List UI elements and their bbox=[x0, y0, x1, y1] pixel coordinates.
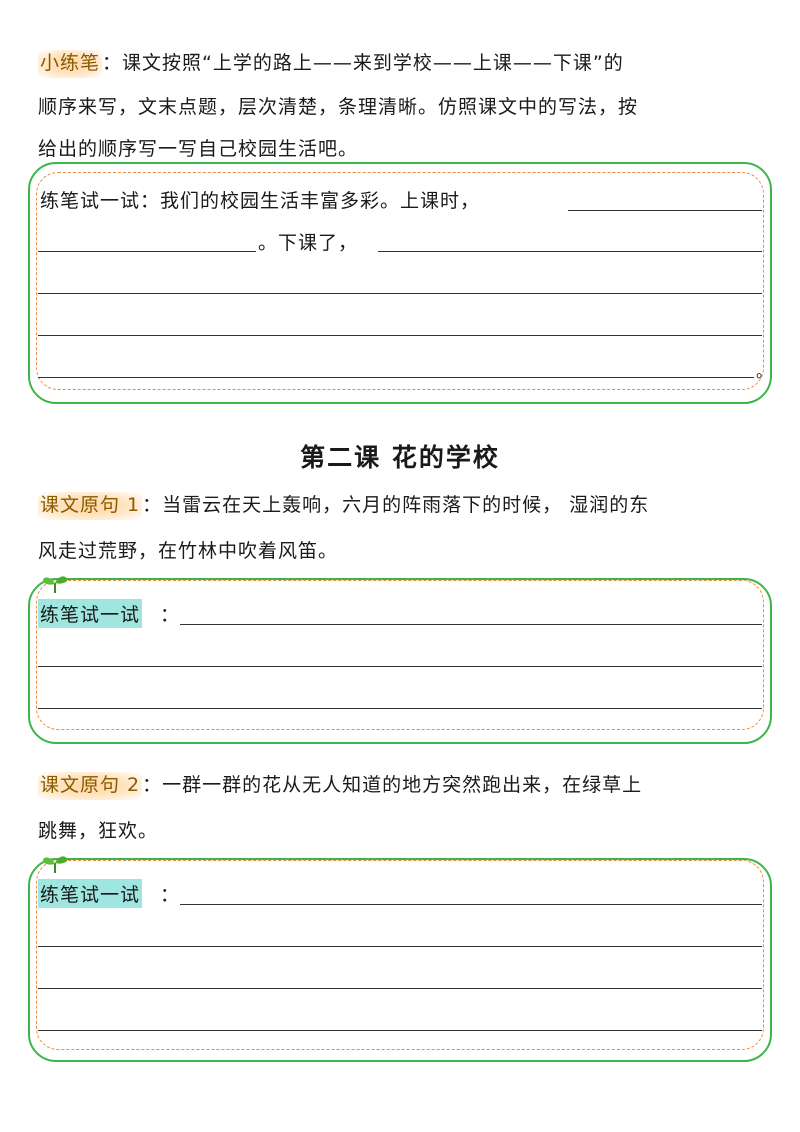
blank-line[interactable] bbox=[38, 946, 762, 947]
sentence2-line-2: 跳舞，狂欢。 bbox=[38, 820, 159, 842]
sentence1-line-1: 课文原句 1：当雷云在天上轰响，六月的阵雨落下的时候， 湿润的东 bbox=[38, 490, 649, 520]
section1-line-3: 给出的顺序写一写自己校园生活吧。 bbox=[38, 138, 359, 160]
blank-line[interactable] bbox=[378, 251, 762, 252]
section1-line-2: 顺序来写，文末点题，层次清楚，条理清晰。仿照课文中的写法，按 bbox=[38, 96, 639, 118]
sprout-icon bbox=[42, 576, 68, 593]
practice-dashed-border-3 bbox=[36, 860, 764, 1050]
blank-line[interactable] bbox=[38, 293, 762, 294]
blank-line[interactable] bbox=[38, 666, 762, 667]
original-sentence-2-tag: 课文原句 2 bbox=[38, 772, 143, 800]
original-sentence-1-tag: 课文原句 1 bbox=[38, 492, 143, 520]
blank-line[interactable] bbox=[38, 251, 256, 252]
practice-label-1: 练笔试一试： bbox=[40, 190, 161, 212]
blank-line[interactable] bbox=[38, 377, 754, 378]
sentence1-line-2: 风走过荒野，在竹林中吹着风笛。 bbox=[38, 540, 339, 562]
xiaolianbi-tag: 小练笔 bbox=[38, 50, 103, 78]
blank-line[interactable] bbox=[38, 988, 762, 989]
section1-line-1: 小练笔：课文按照“上学的路上——来到学校——上课——下课”的 bbox=[38, 48, 624, 78]
practice-prompt-1: 练笔试一试：我们的校园生活丰富多彩。上课时， bbox=[40, 190, 481, 212]
end-period: 。 bbox=[756, 362, 774, 381]
section1-text-1: 课文按照“上学的路上——来到学校——上课——下课”的 bbox=[122, 52, 624, 74]
blank-line[interactable] bbox=[38, 335, 762, 336]
blank-line[interactable] bbox=[568, 210, 762, 211]
blank-line[interactable] bbox=[180, 624, 762, 625]
practice-frame-1 bbox=[28, 162, 772, 404]
practice-dashed-border-2 bbox=[36, 580, 764, 730]
lesson-title: 第二课 花的学校 bbox=[300, 443, 500, 472]
blank-line[interactable] bbox=[38, 1030, 762, 1031]
blank-line[interactable] bbox=[180, 904, 762, 905]
practice-dashed-border-1 bbox=[36, 172, 764, 390]
practice-frame-3 bbox=[28, 858, 772, 1062]
practice-label-2: 练笔试一试 bbox=[38, 599, 143, 628]
blank-line[interactable] bbox=[38, 708, 762, 709]
sentence2-line-1: 课文原句 2：一群一群的花从无人知道的地方突然跑出来，在绿草上 bbox=[38, 770, 642, 800]
practice-label-3: 练笔试一试 bbox=[38, 879, 143, 908]
sprout-icon bbox=[42, 856, 68, 873]
practice-prompt-2: 。下课了， bbox=[258, 232, 359, 254]
practice-frame-2 bbox=[28, 578, 772, 744]
